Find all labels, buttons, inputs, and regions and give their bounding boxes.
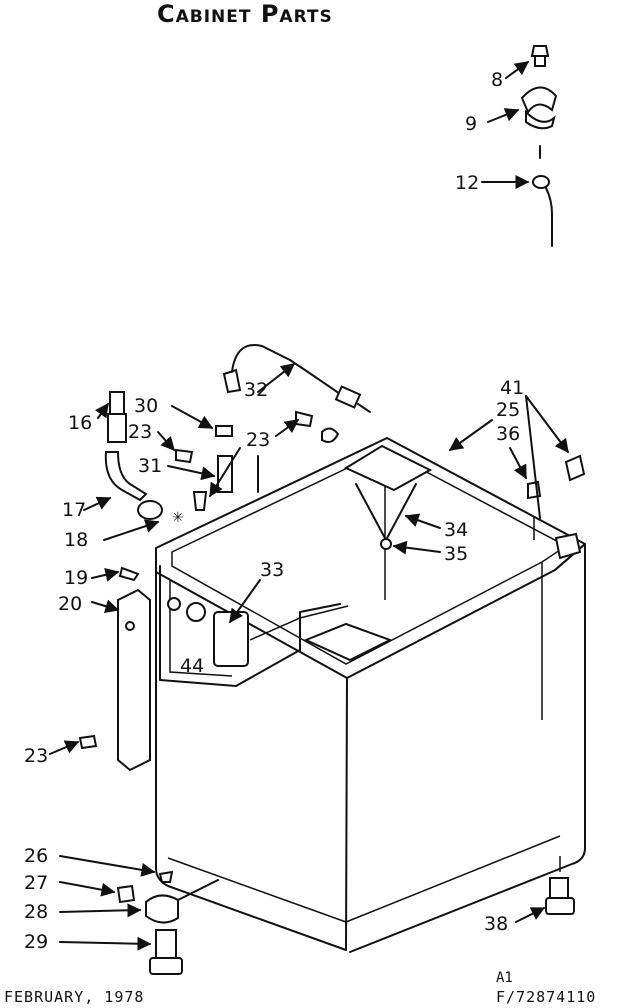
fill-hose-assembly: ✳ bbox=[104, 391, 184, 526]
leader-lines bbox=[49, 61, 569, 951]
page-title: Cabinet Parts bbox=[157, 0, 333, 28]
washer-cabinet bbox=[155, 437, 586, 953]
callout-25: 25 bbox=[496, 399, 520, 421]
callout-31: 31 bbox=[138, 455, 162, 477]
callout-35: 35 bbox=[444, 543, 468, 565]
callout-28: 28 bbox=[24, 901, 48, 923]
leveling-legs bbox=[116, 856, 575, 975]
footer-code-2: F/72874110 bbox=[496, 988, 596, 1006]
callout-16: 16 bbox=[68, 412, 92, 434]
callout-29: 29 bbox=[24, 931, 48, 953]
callout-23: 23 bbox=[246, 429, 270, 451]
callout-34: 34 bbox=[444, 519, 468, 541]
svg-text:✳: ✳ bbox=[172, 510, 184, 526]
callout-labels: 8 9 12 16 30 23 31 32 23 17 18 19 20 33 … bbox=[24, 69, 524, 953]
callout-20: 20 bbox=[58, 593, 82, 615]
callout-8: 8 bbox=[491, 69, 503, 91]
callout-41: 41 bbox=[500, 377, 524, 399]
callout-17: 17 bbox=[62, 499, 86, 521]
callout-33: 33 bbox=[260, 559, 284, 581]
callout-12: 12 bbox=[455, 172, 479, 194]
callout-18: 18 bbox=[64, 529, 88, 551]
callout-36: 36 bbox=[496, 423, 520, 445]
right-hardware bbox=[527, 454, 586, 560]
top-screw-assembly bbox=[520, 45, 558, 247]
footer-code-1: A1 bbox=[496, 970, 513, 986]
side-bracket bbox=[117, 566, 151, 772]
top-brace bbox=[303, 444, 433, 662]
callout-38: 38 bbox=[484, 913, 508, 935]
control-module bbox=[159, 565, 349, 687]
callout-9: 9 bbox=[465, 113, 477, 135]
callout-23: 23 bbox=[24, 745, 48, 767]
footer-date: FEBRUARY, 1978 bbox=[4, 988, 144, 1006]
callout-26: 26 bbox=[24, 845, 48, 867]
callout-32: 32 bbox=[244, 379, 268, 401]
callout-19: 19 bbox=[64, 567, 88, 589]
callout-44: 44 bbox=[180, 655, 204, 677]
callout-30: 30 bbox=[134, 395, 158, 417]
callout-27: 27 bbox=[24, 872, 48, 894]
callout-23: 23 bbox=[128, 421, 152, 443]
